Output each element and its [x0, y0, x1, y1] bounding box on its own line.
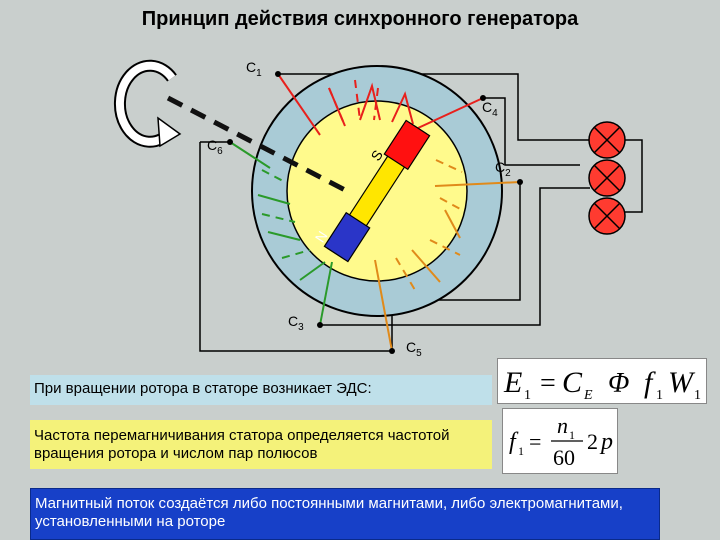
label-c5: С5	[406, 339, 422, 359]
label-c6: С6	[207, 137, 223, 157]
lamps	[588, 121, 626, 235]
svg-text:f: f	[509, 429, 519, 455]
external-wiring	[199, 73, 643, 352]
coil-c2-c5	[374, 159, 521, 352]
rotor-magnet	[323, 119, 431, 263]
svg-text:=: =	[529, 429, 541, 454]
label-c3: С3	[288, 313, 304, 333]
pole-n	[323, 211, 371, 263]
svg-text:2: 2	[587, 429, 598, 454]
svg-text:W: W	[668, 366, 696, 399]
terminal-c4	[480, 95, 486, 101]
terminal-c5	[389, 348, 395, 354]
coil-c3-c6	[229, 141, 333, 326]
rotation-arrow-icon	[113, 59, 182, 148]
label-c2: С2	[495, 159, 511, 179]
terminal-c6	[227, 139, 233, 145]
label-c4: С4	[482, 99, 498, 119]
frequency-formula: f 1 = n 1 60 2 p	[502, 408, 618, 474]
svg-text:E: E	[583, 388, 593, 403]
emf-text-box: При вращении ротора в статоре возникает …	[30, 375, 492, 405]
label-c1: С1	[246, 59, 262, 79]
svg-text:E: E	[503, 366, 522, 399]
terminal-c1	[275, 71, 281, 77]
svg-text:1: 1	[524, 388, 531, 403]
lamp-icon	[588, 121, 626, 159]
flux-text-box: Магнитный поток создаётся либо постоянны…	[30, 488, 660, 540]
svg-text:f: f	[644, 366, 656, 399]
frequency-text-box: Частота перемагничивания статора определ…	[30, 420, 492, 469]
svg-text:1: 1	[518, 444, 524, 458]
terminals	[227, 71, 523, 354]
emf-formula: E 1 = C E Φ f 1 W 1	[497, 358, 707, 404]
svg-text:1: 1	[569, 428, 575, 442]
svg-text:p: p	[599, 429, 613, 455]
lamp-icon	[588, 159, 626, 197]
svg-text:C: C	[562, 366, 583, 399]
terminal-c2	[517, 179, 523, 185]
lamp-icon	[588, 197, 626, 235]
rotor-axis	[166, 95, 347, 193]
svg-text:1: 1	[656, 388, 663, 403]
coil-c1-c4	[277, 73, 484, 136]
diagram-title: Принцип действия синхронного генератора	[141, 8, 579, 30]
svg-text:n: n	[557, 413, 568, 438]
svg-text:60: 60	[553, 445, 575, 470]
pole-s	[383, 119, 431, 171]
svg-text:1: 1	[694, 388, 701, 403]
svg-text:Φ: Φ	[608, 368, 629, 399]
svg-text:=: =	[540, 368, 556, 399]
terminal-c3	[317, 322, 323, 328]
